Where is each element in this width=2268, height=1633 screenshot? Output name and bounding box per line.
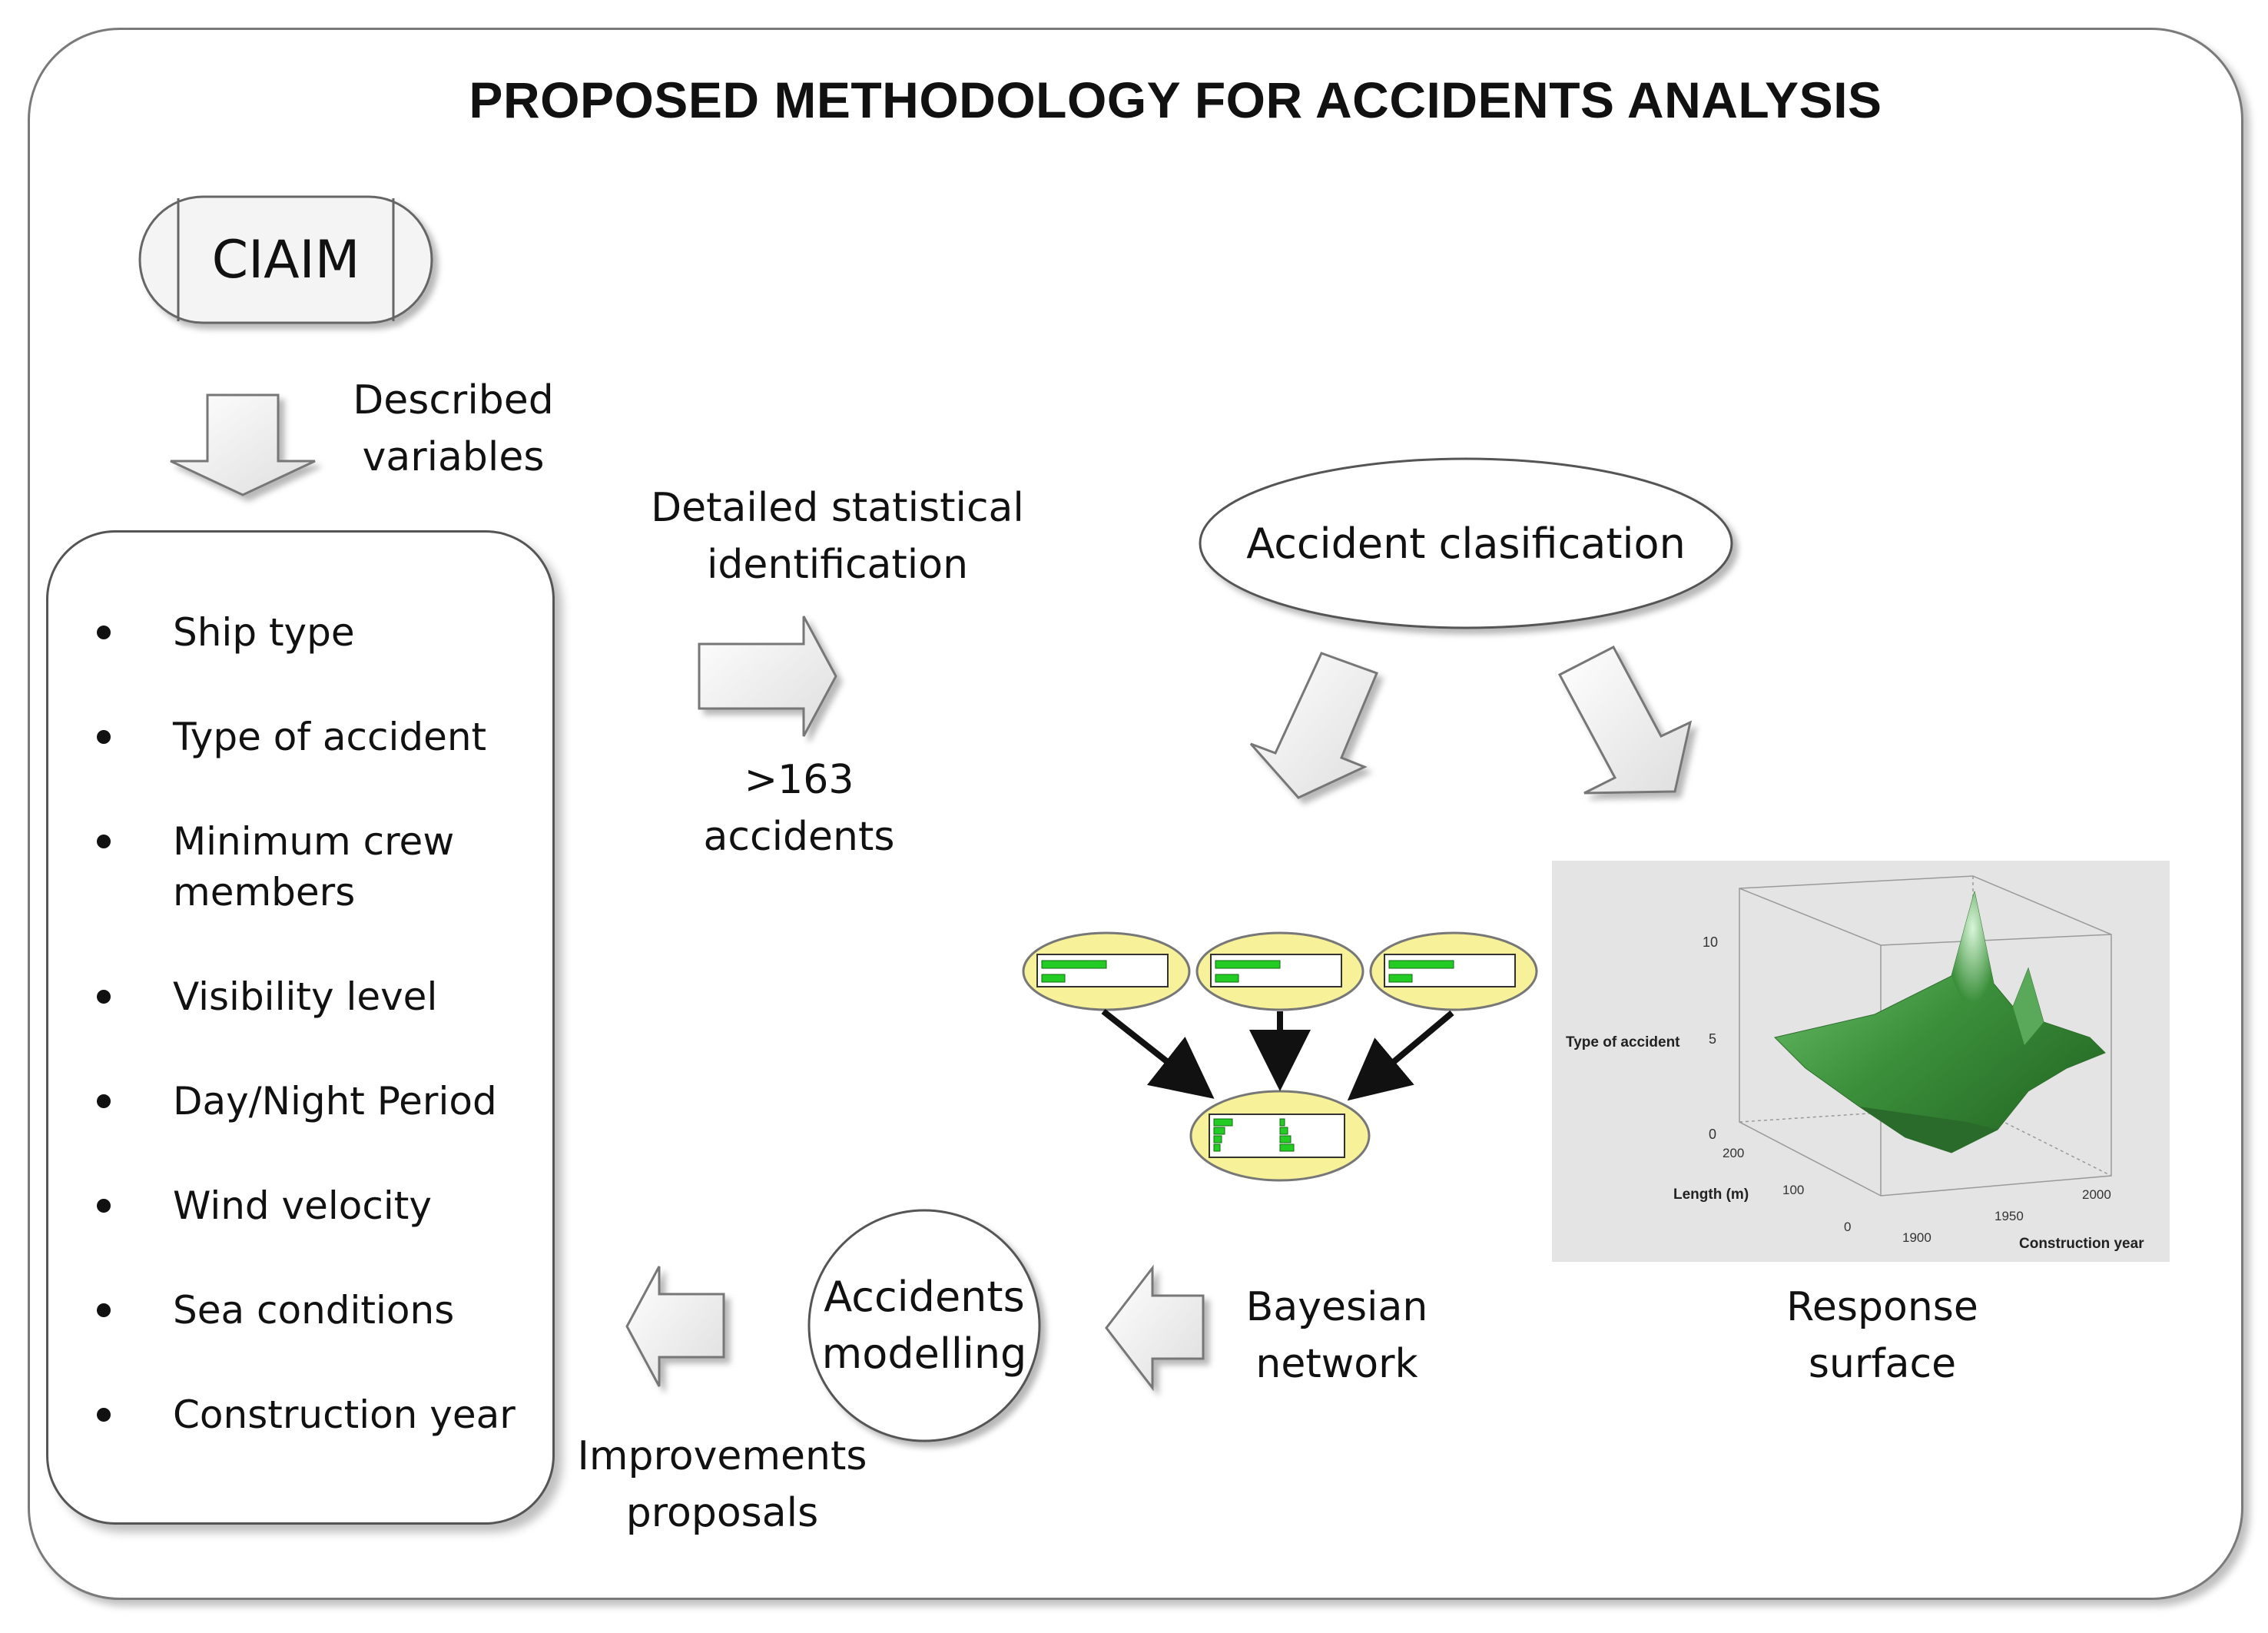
z-tick: 5 [1709, 1031, 1716, 1047]
down-arrow-icon [170, 393, 316, 496]
classification-label: Accident clasification [1246, 519, 1686, 568]
statistical-line-1: Detailed statistical [651, 485, 1024, 531]
y-tick: 200 [1723, 1146, 1744, 1160]
bn-node-1 [1022, 931, 1191, 1011]
response-surface-plot: Type of accident 10 5 0 200 100 0 Length… [1552, 861, 2170, 1262]
modelling-line-2: modelling [821, 1329, 1027, 1378]
response-surface-line-2: surface [1808, 1341, 1957, 1387]
improvements-label: Improvements proposals [553, 1428, 891, 1542]
x-tick: 1900 [1902, 1230, 1931, 1245]
accident-count-line-1: >163 [744, 757, 854, 803]
bayesian-network [1022, 931, 1538, 1182]
accident-count-line-2: accidents [703, 814, 895, 860]
z-tick: 0 [1709, 1127, 1716, 1142]
bayesian-label: Bayesian network [1206, 1279, 1467, 1392]
x-axis-label: Construction year [2019, 1236, 2144, 1252]
left-arrow-improvements-icon [625, 1266, 725, 1387]
bayesian-line-1: Bayesian [1245, 1284, 1428, 1330]
statistical-line-2: identification [706, 542, 969, 588]
improvements-line-2: proposals [625, 1490, 819, 1536]
response-surface-svg: Type of accident 10 5 0 200 100 0 Length… [1566, 875, 2144, 1252]
bn-node-target [1189, 1090, 1371, 1182]
described-variables-line-2: variables [362, 434, 545, 480]
y-tick: 100 [1782, 1183, 1804, 1197]
response-surface-label: Response surface [1744, 1279, 2021, 1392]
y-tick: 0 [1844, 1220, 1851, 1234]
classification-ellipse [1199, 457, 1733, 629]
diagonal-arrow-left-icon [1249, 652, 1378, 799]
y-axis-label: Length (m) [1673, 1187, 1749, 1203]
diagonal-arrow-right-icon [1557, 645, 1693, 795]
bn-edge-1 [1101, 1008, 1215, 1099]
z-axis-label: Type of accident [1566, 1034, 1680, 1050]
bn-node-3 [1369, 931, 1538, 1011]
x-tick: 2000 [2082, 1187, 2111, 1202]
bayesian-line-2: network [1255, 1341, 1418, 1387]
described-variables-label: Described variables [323, 372, 584, 486]
z-tick: 10 [1703, 934, 1718, 950]
modelling-line-1: Accidents [824, 1273, 1025, 1321]
left-arrow-bayesian-icon [1105, 1264, 1205, 1392]
diagram-title: PROPOSED METHODOLOGY FOR ACCIDENTS ANALY… [469, 71, 1882, 128]
accident-count-label: >163 accidents [653, 752, 945, 865]
x-tick: 1950 [1994, 1209, 2024, 1223]
right-arrow-icon [698, 616, 837, 737]
ciaim-label: CIAIM [211, 229, 360, 290]
response-surface-line-1: Response [1786, 1284, 1978, 1330]
ciaim-shape [138, 195, 433, 324]
improvements-line-1: Improvements [577, 1433, 867, 1479]
variables-box [46, 530, 555, 1525]
modelling-label: Accidents modelling [808, 1210, 1040, 1442]
statistical-label: Detailed statistical identification [630, 480, 1045, 593]
modelling-circle [807, 1209, 1041, 1442]
bn-node-2 [1195, 931, 1364, 1011]
described-variables-line-1: Described [353, 377, 554, 423]
bn-edge-3 [1347, 1010, 1454, 1101]
